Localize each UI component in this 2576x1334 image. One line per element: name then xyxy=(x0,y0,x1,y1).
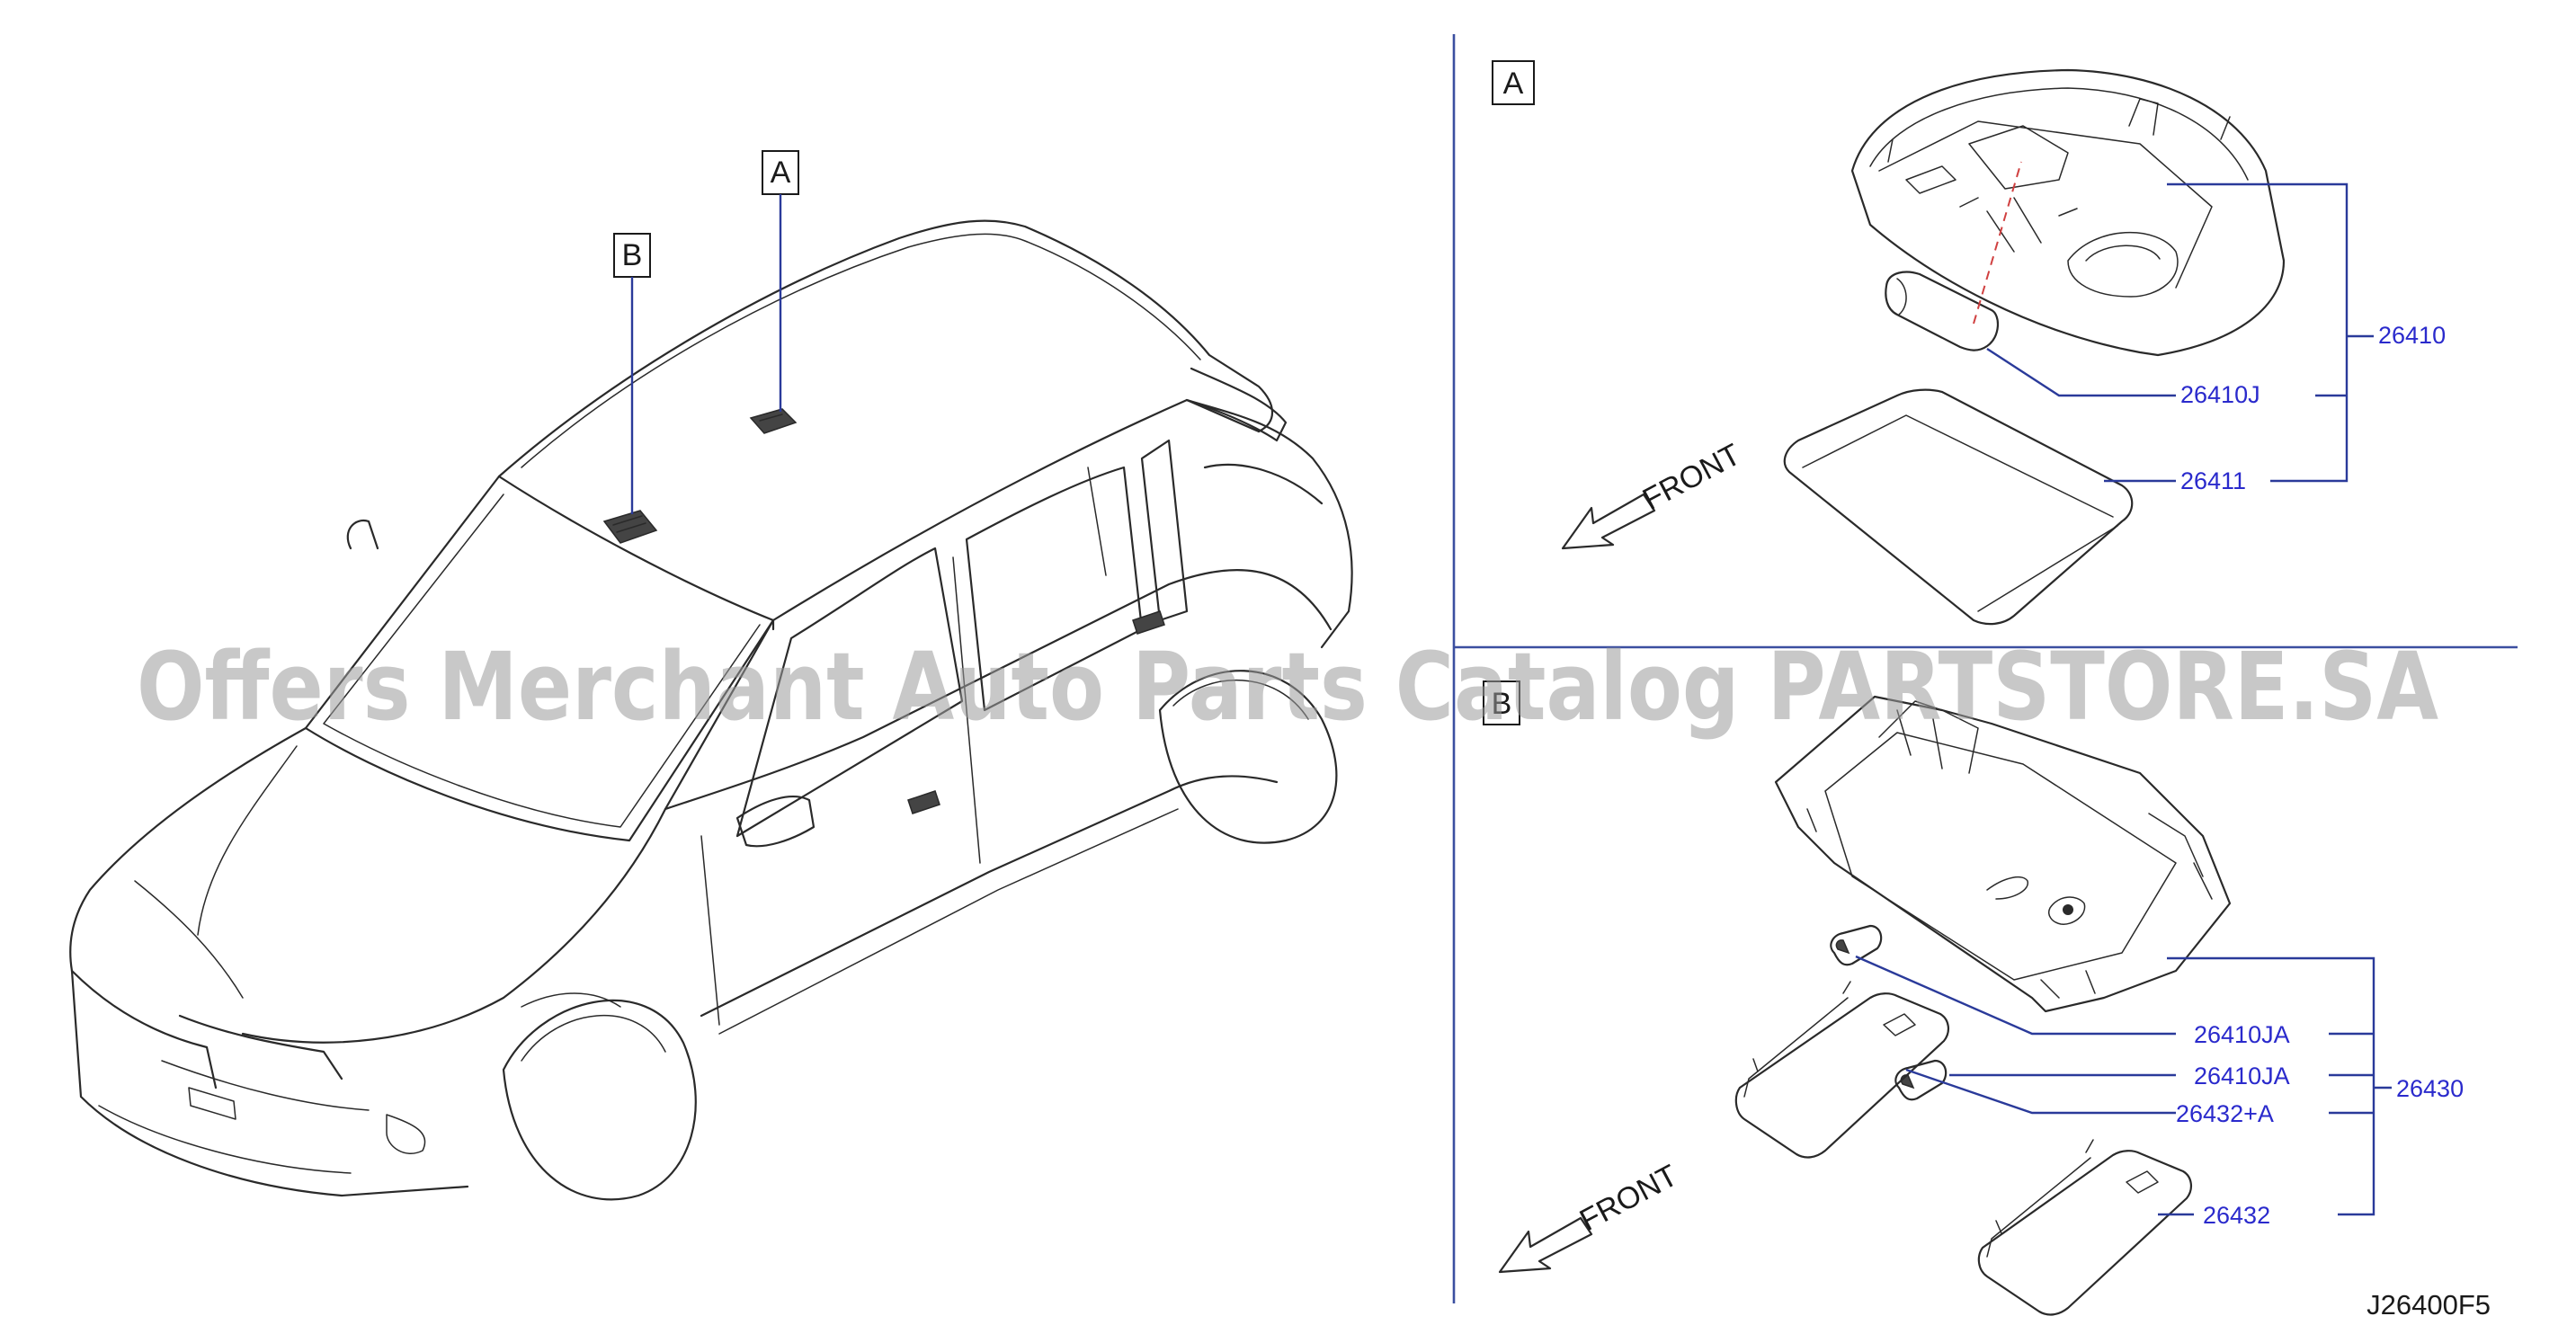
callout-26432-a: 26432+A xyxy=(2176,1100,2274,1127)
callout-26410ja-upper: 26410JA xyxy=(2194,1021,2290,1048)
car-illustration xyxy=(69,219,1353,1201)
panel-b-label-text: B xyxy=(1492,687,1512,721)
lens-26432-a xyxy=(1734,981,1949,1159)
diagram-reference: J26400F5 xyxy=(2367,1289,2491,1321)
panel-b-front-text: FRONT xyxy=(1574,1159,1683,1239)
map-lamp-housing-26410 xyxy=(1850,68,2286,357)
panel-b-front-arrow: FRONT xyxy=(1498,1159,1683,1274)
callout-26430: 26430 xyxy=(2396,1075,2464,1102)
bulb-26410j xyxy=(1885,161,2022,351)
overview-label-a-text: A xyxy=(771,156,791,190)
lens-26432 xyxy=(1977,1139,2192,1316)
bulb-26410ja-upper xyxy=(1830,924,1883,966)
panel-a-front-arrow: FRONT xyxy=(1561,438,1746,550)
watermark: Offers Merchant Auto Parts Catalog PARTS… xyxy=(137,632,2438,742)
panel-b-leaders xyxy=(1855,955,2392,1216)
callout-26410: 26410 xyxy=(2378,322,2446,349)
panel-b-label: B xyxy=(1483,680,1520,725)
panel-a-label-text: A xyxy=(1503,67,1524,101)
lens-26411 xyxy=(1783,388,2134,626)
overview-label-b: B xyxy=(613,233,651,514)
callout-26432: 26432 xyxy=(2203,1202,2270,1229)
panel-a-front-text: FRONT xyxy=(1637,438,1746,518)
overview-label-a: A xyxy=(762,150,799,412)
panel-a-label: A xyxy=(1492,60,1535,105)
panel-a-leaders xyxy=(1986,182,2374,483)
overview-label-b-text: B xyxy=(622,238,643,272)
callout-26410ja-lower: 26410JA xyxy=(2194,1063,2290,1089)
callout-26410j: 26410J xyxy=(2180,381,2260,408)
room-lamp-housing-26430 xyxy=(1774,695,2232,1013)
callout-26411: 26411 xyxy=(2180,467,2246,494)
